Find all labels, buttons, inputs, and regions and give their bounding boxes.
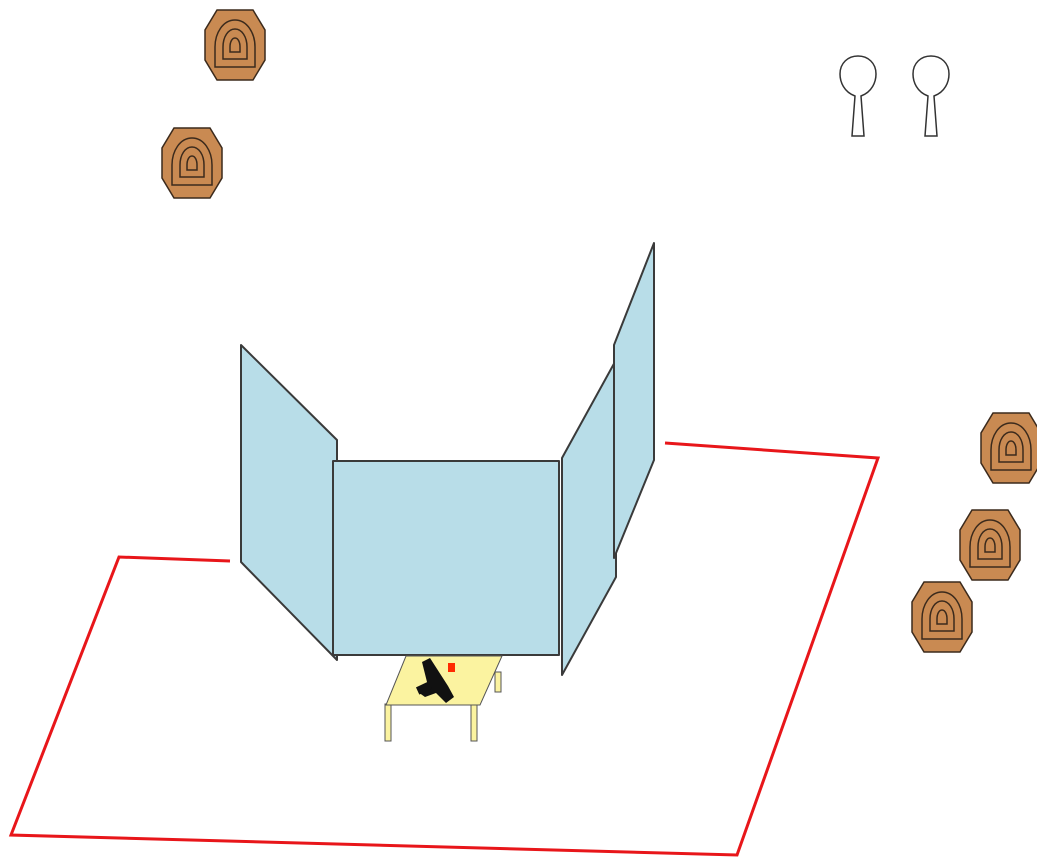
table-leg	[470, 703, 478, 742]
shooting-area-boundary	[8, 441, 881, 857]
wall-right-back	[613, 242, 655, 559]
wall-center	[332, 460, 560, 656]
steel-poppers	[839, 55, 950, 137]
ipsc-paper-target-icon	[980, 412, 1037, 484]
wall-left	[240, 344, 338, 661]
start-table	[384, 655, 503, 742]
wall-right-front	[561, 359, 617, 676]
start-position-marker	[448, 663, 455, 672]
steel-popper-icon	[839, 55, 877, 137]
ipsc-paper-target-icon	[959, 509, 1021, 581]
steel-popper-icon	[912, 55, 950, 137]
fault-line-left	[8, 441, 881, 857]
table-leg	[494, 671, 502, 693]
ipsc-paper-target-icon	[161, 127, 223, 199]
barricade-walls	[240, 242, 655, 676]
ipsc-paper-target-icon	[204, 9, 266, 81]
ipsc-paper-target-icon	[911, 581, 973, 653]
table-leg	[384, 703, 392, 742]
pistol-icon	[415, 658, 454, 703]
